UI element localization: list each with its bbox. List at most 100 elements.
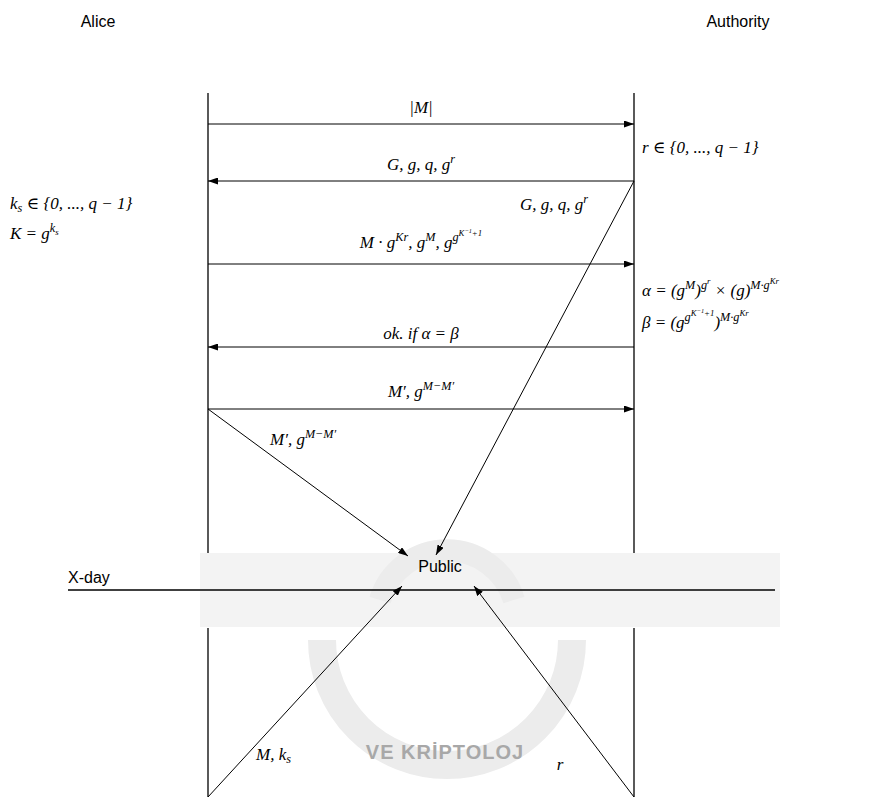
step-note: ks ∈ {0, ..., q − 1}	[10, 194, 132, 214]
superscript: −1	[697, 307, 704, 314]
step-note: K = gks	[10, 224, 59, 244]
message-arrow	[208, 264, 634, 265]
superscript: K−1+1	[691, 308, 715, 318]
text-run: Kr	[739, 308, 748, 318]
text-run: |M|	[409, 98, 433, 117]
messages	[208, 124, 634, 797]
text-run: +1	[472, 228, 482, 238]
message-label: G, g, q, gr	[520, 195, 588, 215]
text-run: M−M′	[305, 427, 336, 441]
text-run: −1	[464, 227, 471, 234]
lifeline	[633, 628, 634, 797]
superscript: M−M′	[305, 427, 336, 441]
text-run: r	[557, 755, 564, 774]
message-label: M′, gM−M′	[270, 430, 336, 450]
superscript: r	[450, 152, 455, 166]
watermark-text: VE KRİPTOLOJ	[366, 740, 524, 764]
message-label: M, ks	[256, 745, 291, 765]
text-run: r ∈ {0, ..., q − 1}	[642, 138, 759, 157]
superscript: Kr	[395, 230, 408, 244]
timeline-label: X-day	[68, 568, 110, 587]
text-run: G, g, q, g	[520, 195, 583, 214]
text-run: −1	[697, 307, 704, 314]
publish-arrow	[208, 586, 402, 797]
message-arrow	[208, 409, 634, 410]
superscript: Kr	[770, 276, 779, 286]
step-note: α = (gM)gr × (g)M·gKr	[642, 281, 779, 301]
message-label: r	[557, 755, 564, 775]
message-label: M′, gM−M′	[388, 382, 454, 402]
publish-arrow	[436, 181, 634, 555]
text-run: s	[286, 752, 291, 766]
message-arrow	[208, 181, 634, 182]
text-run: , g	[408, 233, 425, 252]
superscript: −1	[464, 227, 471, 234]
text-run: VE KRİPTOLOJ	[366, 741, 524, 763]
text-run: s	[18, 201, 23, 215]
superscript: gr	[701, 278, 711, 292]
superscript: M	[685, 278, 695, 292]
text-run: × (g)	[711, 281, 751, 300]
superscript: ks	[50, 221, 59, 235]
superscript: M	[425, 230, 435, 244]
watermark-shackle	[380, 550, 514, 600]
actor-name: Authority	[706, 12, 769, 31]
subscript: s	[286, 752, 291, 766]
message-label: G, g, q, gr	[387, 155, 455, 175]
text-run: )	[695, 281, 701, 300]
text-run: ∈ {0, ..., q − 1}	[22, 194, 132, 213]
text-run: r	[450, 152, 455, 166]
publish-arrow	[208, 409, 408, 556]
text-run: M·g	[720, 310, 739, 324]
text-run: M′, g	[388, 382, 423, 401]
actor-name: Alice	[81, 12, 116, 31]
subscript: s	[18, 201, 23, 215]
text-run: k	[10, 194, 18, 213]
text-run: s	[55, 227, 58, 237]
text-run: Kr	[395, 230, 408, 244]
step-note: r ∈ {0, ..., q − 1}	[642, 138, 759, 158]
text-run: Public	[418, 558, 462, 575]
text-run: X-day	[68, 569, 110, 586]
text-run: G, g, q, g	[387, 155, 450, 174]
text-run: M	[685, 278, 695, 292]
watermark-lock	[322, 640, 572, 765]
lifeline	[207, 93, 208, 553]
x-day-line	[68, 589, 775, 590]
superscript: M−M′	[423, 379, 454, 393]
text-run: α = (g	[642, 281, 685, 300]
text-run: Alice	[81, 13, 116, 30]
step-note: β = (ggK−1+1)M·gKr	[642, 311, 749, 333]
message-arrow	[208, 347, 634, 348]
text-run: g	[701, 278, 707, 292]
text-run: K = g	[10, 224, 50, 243]
text-run: k	[50, 221, 55, 235]
message-label: ok. if α = β	[383, 324, 459, 344]
subscript: s	[55, 227, 58, 237]
text-run: M−M′	[423, 379, 454, 393]
superscript: M·gKr	[720, 310, 749, 324]
lifeline	[207, 628, 208, 797]
text-run: M · g	[360, 233, 395, 252]
text-run: g	[452, 230, 458, 244]
message-label: |M|	[409, 98, 433, 118]
message-label: M · gKr, gM, ggK−1+1	[360, 231, 482, 253]
publish-arrow	[474, 586, 634, 797]
text-run: r	[707, 276, 710, 286]
superscript: gK−1+1	[452, 230, 482, 244]
message-arrow	[208, 124, 634, 125]
superscript: r	[583, 192, 588, 206]
public-label: Public	[418, 557, 462, 576]
superscript: Kr	[739, 308, 748, 318]
text-run: , g	[435, 233, 452, 252]
superscript: r	[707, 276, 710, 286]
text-run: )	[714, 313, 720, 332]
text-run: +1	[704, 308, 714, 318]
text-run: β = (g	[642, 313, 685, 332]
lifelines	[208, 93, 634, 797]
text-run: K	[459, 228, 465, 238]
text-run: g	[685, 310, 691, 324]
text-run: r	[583, 192, 588, 206]
